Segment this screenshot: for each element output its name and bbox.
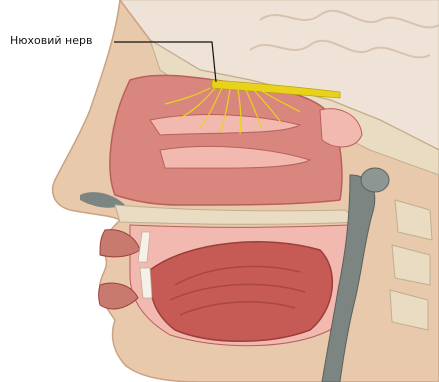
olfactory-nerve-label: Нюховий нерв — [8, 34, 94, 47]
eustachian-opening — [361, 168, 389, 192]
